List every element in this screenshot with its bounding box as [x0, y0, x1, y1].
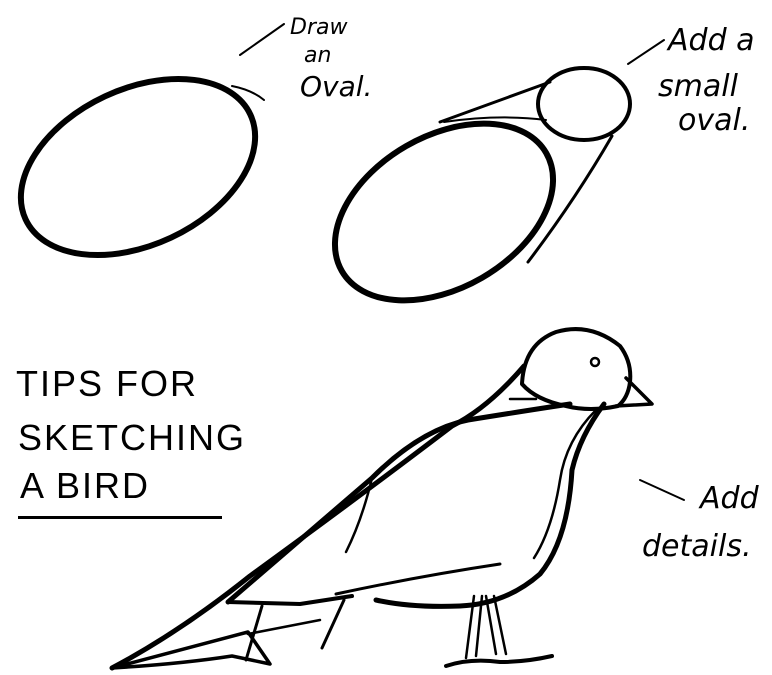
- title-underline: [18, 516, 222, 519]
- title-line-3: A BIRD: [20, 468, 150, 504]
- bird-feet: [446, 656, 552, 666]
- step2-caption-line2: small: [658, 69, 739, 104]
- step1-callout-line: [240, 24, 284, 55]
- title-line-2: SKETCHING: [18, 420, 246, 456]
- title-line-1: TIPS FOR: [16, 366, 198, 402]
- step3-caption: Add details.: [642, 481, 768, 564]
- step2-caption-line3: oval.: [678, 103, 750, 138]
- bird-legs: [466, 596, 506, 658]
- step1-caption-line2: an: [304, 43, 331, 68]
- bird-head: [522, 329, 630, 409]
- step3-caption-line1: Add: [698, 481, 760, 516]
- step2-caption-line1: Add a: [666, 23, 755, 58]
- step1-caption-line3: Oval.: [300, 70, 372, 103]
- step1-caption-line1: Draw: [290, 15, 348, 40]
- step2-callout-line: [628, 40, 664, 64]
- bird-eye: [591, 358, 599, 366]
- step1-caption: Draw an Oval.: [290, 15, 372, 103]
- step1-oval-drawing: [0, 24, 284, 290]
- step3-caption-line2: details.: [642, 529, 751, 564]
- bird-tail: [112, 632, 270, 668]
- step2-head-oval: [538, 68, 630, 140]
- bird-breast: [376, 404, 604, 606]
- step3-callout-line: [640, 480, 684, 500]
- step2-caption: Add a small oval.: [658, 23, 764, 138]
- bird-wing: [228, 404, 570, 602]
